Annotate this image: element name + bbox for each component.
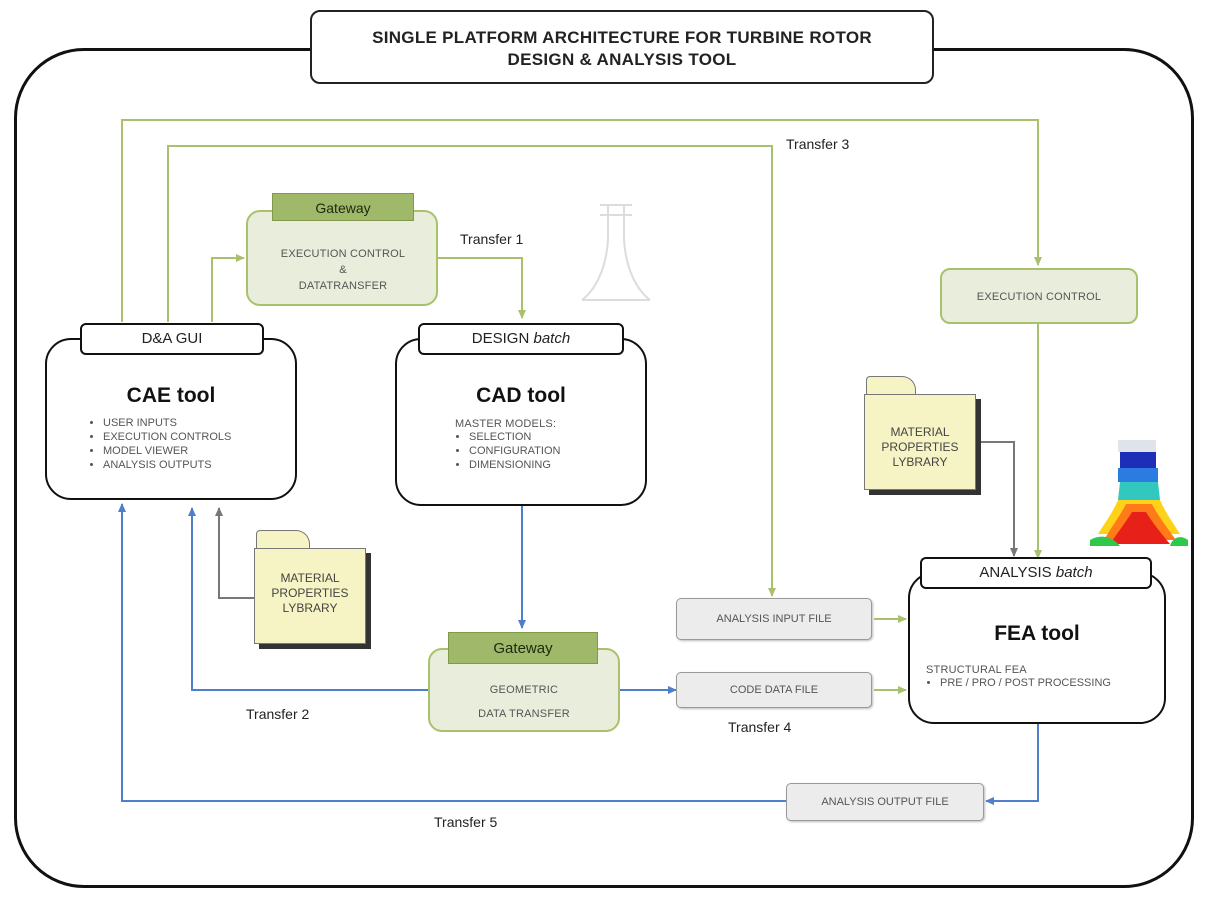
material-library-left: MATERIAL PROPERTIES LYBRARY: [254, 548, 366, 644]
cae-item: ANALYSIS OUTPUTS: [103, 458, 295, 472]
wire-gui-to-exec-control: [121, 119, 1042, 322]
fea-tab-italic: batch: [1055, 564, 1093, 581]
cad-item: DIMENSIONING: [469, 458, 645, 472]
material-folder-right-tab: [866, 376, 916, 396]
cad-item: CONFIGURATION: [469, 444, 645, 458]
gateway-bottom-text: GEOMETRIC DATA TRANSFER: [430, 678, 618, 726]
fea-tab-analysis-batch: ANALYSIS batch: [920, 557, 1152, 589]
gateway-top-line-3: DATATRANSFER: [298, 280, 388, 292]
gateway-top-line-1: EXECUTION CONTROL: [280, 248, 406, 260]
transfer-3-label: Transfer 3: [786, 136, 850, 152]
cae-item: MODEL VIEWER: [103, 444, 295, 458]
fea-item: PRE / PRO / POST PROCESSING: [940, 676, 1164, 690]
cae-item: EXECUTION CONTROLS: [103, 430, 295, 444]
execution-control-label: EXECUTION CONTROL: [976, 291, 1102, 303]
title-line-2: DESIGN & ANALYSIS TOOL: [507, 50, 737, 69]
wire-material-right-to-fea: [978, 441, 1018, 557]
transfer-5-label: Transfer 5: [434, 814, 498, 830]
fea-tab-label: ANALYSIS: [979, 564, 1052, 581]
cad-item: SELECTION: [469, 430, 645, 444]
transfer-4-label: Transfer 4: [728, 719, 792, 735]
diagram-title: SINGLE PLATFORM ARCHITECTURE FOR TURBINE…: [310, 10, 934, 84]
code-data-file: CODE DATA FILE: [676, 672, 872, 708]
material-right-line-1: MATERIAL: [890, 425, 950, 439]
execution-control-box: EXECUTION CONTROL: [940, 268, 1138, 324]
cad-tool-box: CAD tool MASTER MODELS: SELECTION CONFIG…: [395, 338, 647, 506]
rotor-sketch-icon: [581, 204, 651, 301]
cad-tab-italic: batch: [533, 330, 571, 347]
cad-tab-label: DESIGN: [471, 330, 530, 347]
wire-transfer-5: [118, 503, 786, 802]
transfer-2-label: Transfer 2: [246, 706, 310, 722]
wire-gui-to-gateway: [211, 254, 245, 322]
wire-material-left-to-gui: [215, 507, 254, 599]
material-library-right: MATERIAL PROPERTIES LYBRARY: [864, 394, 976, 490]
cad-tab-design-batch: DESIGN batch: [418, 323, 624, 355]
cad-tool-title: CAD tool: [476, 384, 566, 407]
cae-feature-list: USER INPUTS EXECUTION CONTROLS MODEL VIE…: [87, 416, 295, 472]
cad-heading: MASTER MODELS:: [455, 418, 557, 430]
material-left-line-3: LYBRARY: [282, 601, 338, 615]
gateway-bottom-tab: Gateway: [448, 632, 598, 664]
cae-tool-box: CAE tool USER INPUTS EXECUTION CONTROLS …: [45, 338, 297, 500]
cae-item: USER INPUTS: [103, 416, 295, 430]
gateway-bottom-line-1: GEOMETRIC: [489, 684, 559, 696]
material-right-line-2: PROPERTIES: [881, 440, 959, 454]
fea-feature-list: PRE / PRO / POST PROCESSING: [926, 676, 1164, 690]
cad-feature-list: SELECTION CONFIGURATION DIMENSIONING: [455, 430, 645, 472]
transfer-1-label: Transfer 1: [460, 231, 524, 247]
title-line-1: SINGLE PLATFORM ARCHITECTURE FOR TURBINE…: [372, 28, 872, 47]
material-right-line-3: LYBRARY: [892, 455, 948, 469]
fea-heading: STRUCTURAL FEA: [926, 664, 1027, 676]
gateway-top-text: EXECUTION CONTROL & DATATRANSFER: [250, 246, 436, 294]
cae-tab-da-gui: D&A GUI: [80, 323, 264, 355]
material-left-line-1: MATERIAL: [280, 571, 340, 585]
analysis-input-file: ANALYSIS INPUT FILE: [676, 598, 872, 640]
fea-contour-icon: [1090, 440, 1188, 546]
fea-tool-box: FEA tool STRUCTURAL FEA PRE / PRO / POST…: [908, 572, 1166, 724]
cae-tool-title: CAE tool: [126, 384, 216, 407]
material-folder-left-tab: [256, 530, 310, 550]
wire-gui-to-analysis-input: [167, 145, 776, 597]
wire-fea-to-output: [985, 724, 1039, 805]
material-left-line-2: PROPERTIES: [271, 586, 349, 600]
gateway-bottom-line-2: DATA TRANSFER: [478, 708, 570, 720]
gateway-top-line-2: &: [339, 264, 347, 276]
fea-tool-title: FEA tool: [994, 622, 1080, 645]
wire-transfer-2: [188, 507, 428, 691]
analysis-output-file: ANALYSIS OUTPUT FILE: [786, 783, 984, 821]
wire-transfer-1: [438, 257, 526, 319]
gateway-top-tab: Gateway: [272, 193, 414, 221]
